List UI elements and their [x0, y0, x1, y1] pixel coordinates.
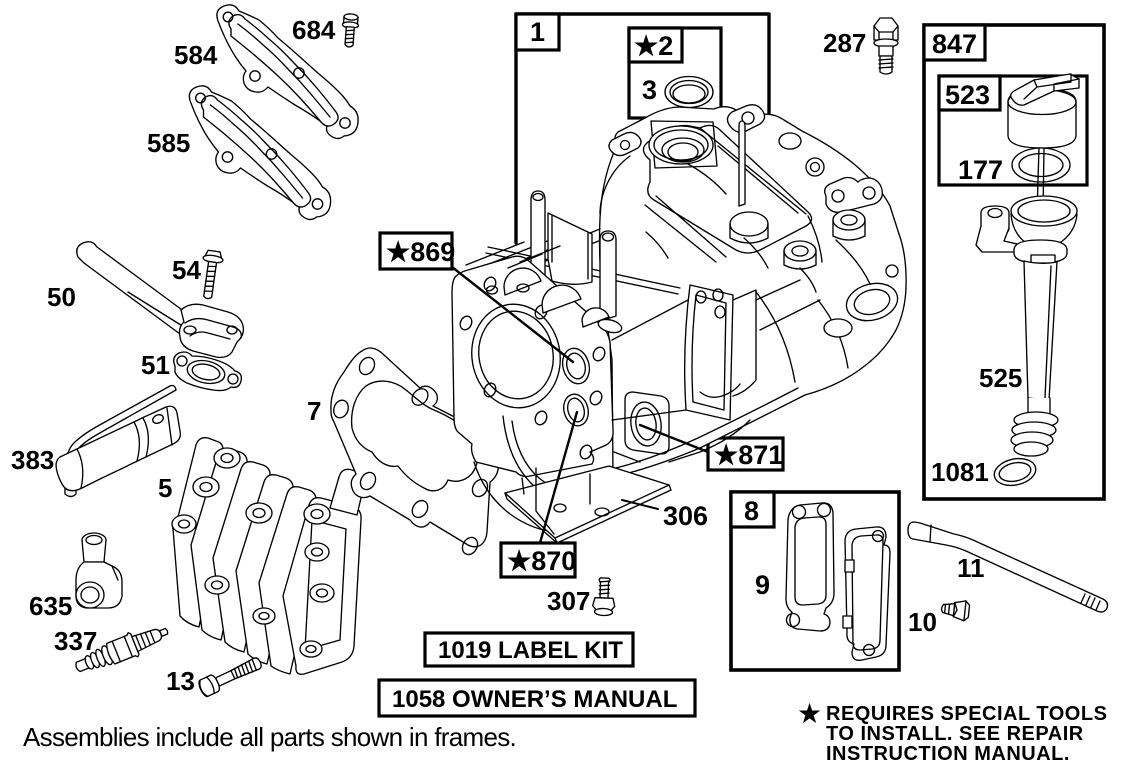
svg-text:177: 177	[958, 155, 1003, 185]
svg-text:5: 5	[158, 473, 172, 503]
svg-text:684: 684	[292, 15, 336, 45]
svg-text:585: 585	[147, 128, 190, 158]
svg-text:TO INSTALL. SEE REPAIR: TO INSTALL. SEE REPAIR	[826, 723, 1084, 745]
svg-text:★870: ★870	[507, 546, 576, 576]
svg-text:13: 13	[166, 666, 195, 696]
svg-text:383: 383	[11, 445, 54, 475]
svg-text:1058 OWNER’S MANUAL: 1058 OWNER’S MANUAL	[392, 686, 677, 713]
svg-text:1019 LABEL KIT: 1019 LABEL KIT	[438, 637, 623, 664]
svg-text:★871: ★871	[714, 440, 783, 470]
svg-text:525: 525	[979, 363, 1022, 393]
svg-text:★2: ★2	[634, 31, 673, 61]
svg-text:9: 9	[755, 570, 770, 600]
svg-text:8: 8	[744, 496, 759, 526]
svg-text:★869: ★869	[386, 237, 455, 267]
svg-text:337: 337	[54, 626, 97, 656]
svg-text:635: 635	[29, 591, 72, 621]
svg-text:306: 306	[663, 501, 708, 531]
svg-text:★: ★	[797, 698, 822, 729]
svg-text:307: 307	[547, 586, 590, 616]
svg-text:584: 584	[174, 40, 218, 70]
svg-text:1081: 1081	[931, 457, 989, 487]
svg-text:10: 10	[908, 607, 937, 637]
svg-text:287: 287	[823, 28, 866, 58]
svg-text:54: 54	[172, 255, 201, 285]
svg-text:7: 7	[307, 396, 321, 426]
svg-text:847: 847	[932, 29, 977, 59]
svg-text:INSTRUCTION MANUAL.: INSTRUCTION MANUAL.	[826, 743, 1070, 765]
svg-text:3: 3	[642, 75, 657, 105]
svg-text:1: 1	[530, 17, 545, 47]
svg-text:Assemblies include all parts s: Assemblies include all parts shown in fr…	[23, 722, 516, 752]
svg-text:REQUIRES SPECIAL TOOLS: REQUIRES SPECIAL TOOLS	[826, 703, 1107, 725]
svg-text:51: 51	[141, 350, 170, 380]
svg-text:523: 523	[945, 80, 990, 110]
svg-text:50: 50	[47, 282, 76, 312]
